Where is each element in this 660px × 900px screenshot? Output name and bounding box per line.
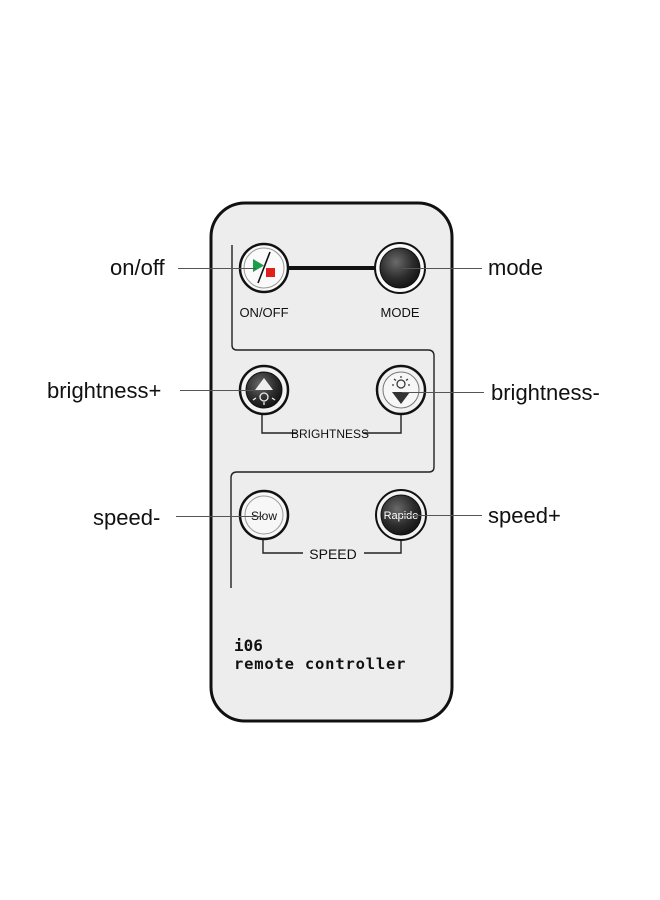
divider-slash-icon bbox=[257, 251, 271, 284]
brightness-up-icon bbox=[252, 378, 276, 405]
callout-onoff: on/off bbox=[110, 255, 165, 280]
brightness-down-icon bbox=[392, 376, 410, 404]
mode-button-label: MODE bbox=[381, 305, 420, 320]
stop-icon bbox=[266, 268, 275, 277]
brightness-down-button[interactable] bbox=[375, 364, 427, 416]
callout-brightness-minus: brightness- bbox=[491, 380, 600, 405]
rapide-button[interactable] bbox=[375, 489, 427, 541]
model-label: i06 bbox=[234, 636, 263, 655]
panel-dividers bbox=[230, 245, 435, 588]
callout-speed-plus: speed+ bbox=[488, 503, 561, 528]
brightness-up-button[interactable] bbox=[238, 364, 290, 416]
callout-mode: mode bbox=[488, 255, 544, 280]
remote-body bbox=[209, 201, 454, 723]
callout-brightness-plus: brightness+ bbox=[47, 378, 162, 403]
brightness-minus-leader-line bbox=[402, 392, 484, 393]
rapide-button-label: Rapide bbox=[384, 510, 419, 522]
speed-minus-leader-line bbox=[176, 516, 262, 517]
brightness-group-label: BRIGHTNESS bbox=[291, 427, 369, 441]
mode-leader-line bbox=[402, 268, 482, 269]
brightness-bracket bbox=[261, 412, 402, 434]
onoff-leader-line bbox=[178, 268, 256, 269]
slow-button[interactable] bbox=[238, 489, 290, 541]
caption-label: remote controller bbox=[234, 655, 406, 673]
brightness-plus-leader-line bbox=[180, 390, 262, 391]
mode-button[interactable] bbox=[374, 242, 426, 294]
speed-plus-leader-line bbox=[402, 515, 482, 516]
callout-speed-minus: speed- bbox=[93, 505, 161, 530]
speed-group-label: SPEED bbox=[309, 546, 356, 562]
onoff-button-label: ON/OFF bbox=[239, 305, 288, 320]
slow-button-label: Slow bbox=[251, 509, 277, 523]
onoff-button[interactable] bbox=[238, 242, 290, 294]
speed-bracket bbox=[262, 538, 402, 554]
